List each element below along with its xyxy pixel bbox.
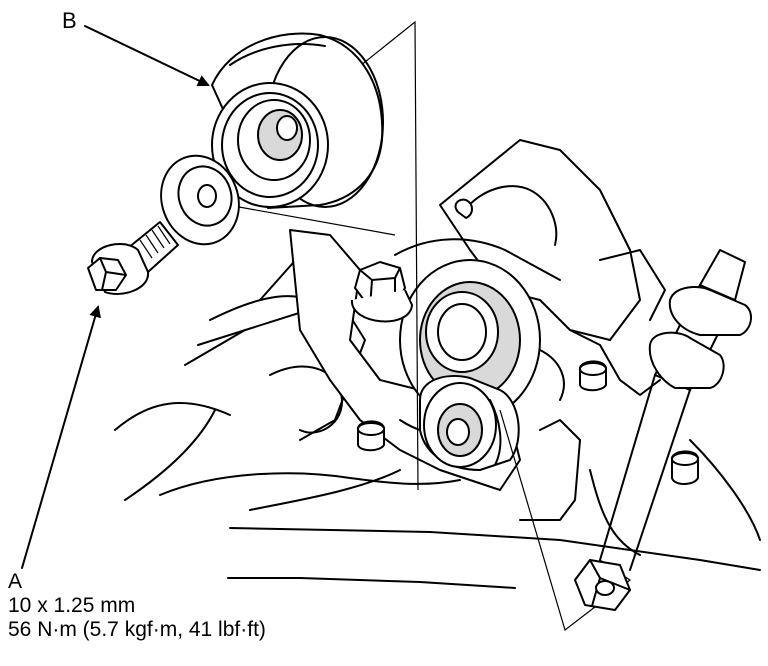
washer — [160, 154, 240, 246]
leader-arrows — [21, 25, 210, 569]
idler-pulley — [211, 32, 384, 209]
torque-spec: 56 N·m (5.7 kgf·m, 41 lbf·ft) — [8, 618, 266, 641]
hose-pipe — [599, 249, 752, 571]
callout-label-b: B — [62, 8, 77, 33]
callout-label-a: A — [8, 570, 23, 593]
leader-arrow-b — [84, 25, 210, 87]
callout-block-a: A 10 x 1.25 mm 56 N·m (5.7 kgf·m, 41 lbf… — [8, 570, 266, 642]
engine-bracket-background — [114, 239, 761, 589]
stud-bolts — [357, 360, 699, 485]
pivot-bolt — [350, 261, 413, 323]
thread-spec: 10 x 1.25 mm — [8, 594, 136, 617]
leader-arrow-a — [21, 305, 101, 569]
flange-nut — [574, 559, 631, 611]
bolt-a — [87, 221, 179, 295]
damper-bushing — [419, 375, 520, 471]
